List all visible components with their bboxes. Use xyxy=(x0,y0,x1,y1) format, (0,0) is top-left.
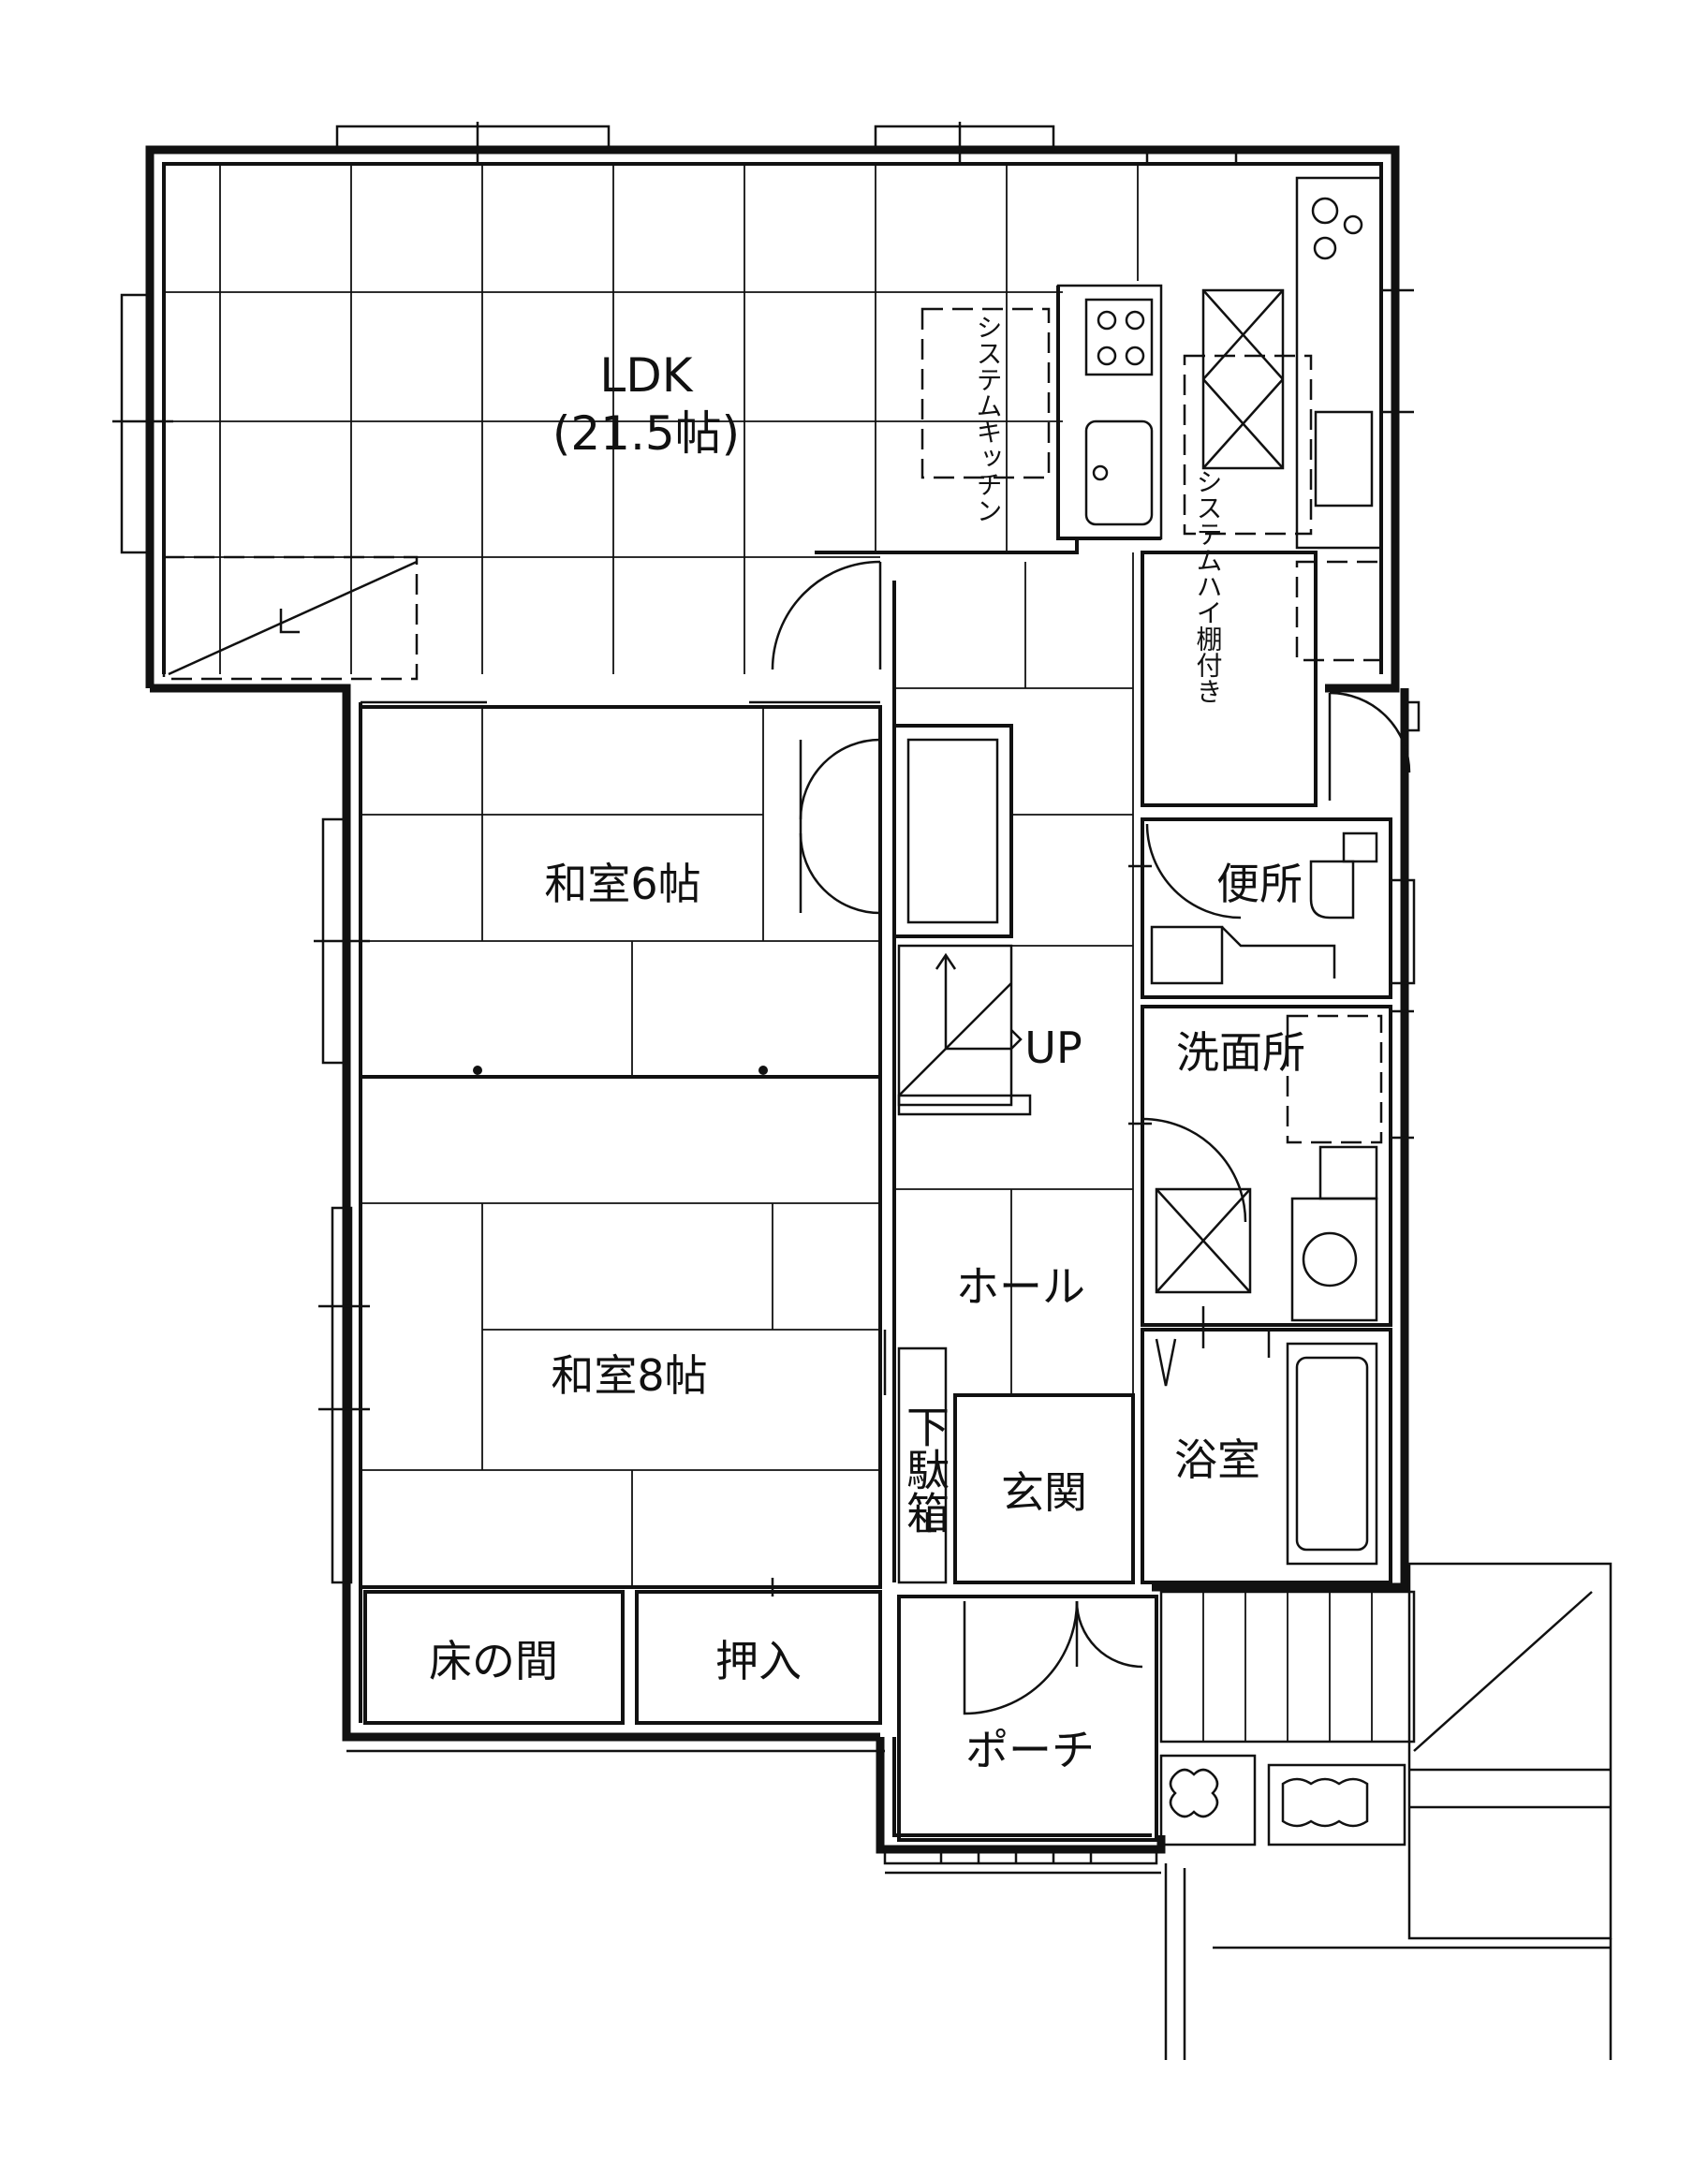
washitsu8-label: 和室8帖 xyxy=(551,1350,707,1401)
ldk-size-label: (21.5帖) xyxy=(552,406,740,461)
service-door xyxy=(1141,551,1421,807)
outer-walls xyxy=(145,145,1409,1854)
porch-bricks xyxy=(883,1847,1158,1865)
toilet xyxy=(1128,817,1416,999)
getabako-label: 下駄箱 xyxy=(900,1405,950,1534)
genkan-label: 玄関 xyxy=(1001,1467,1087,1518)
ldk-west-window xyxy=(112,293,173,554)
stairs-up-label: UP xyxy=(1024,1023,1082,1073)
system-kitchen-label: システムキッチン xyxy=(973,314,1004,523)
room-labels: LDK (21.5帖) 和室6帖 和室8帖 床の間 押入 ホール 玄関 ポーチ … xyxy=(429,314,1305,1775)
washitsu-8 xyxy=(318,1066,882,1589)
oshiire-label: 押入 xyxy=(715,1636,802,1686)
yokushitsu-label: 浴室 xyxy=(1174,1435,1260,1485)
ldk-top-windows xyxy=(335,122,1238,166)
tokonoma-label: 床の間 xyxy=(429,1636,558,1686)
hall-label: ホール xyxy=(956,1261,1085,1312)
ldk-label: LDK xyxy=(599,348,693,403)
senmen-label: 洗面所 xyxy=(1176,1027,1305,1078)
porch xyxy=(883,1595,1158,1865)
senmenjo xyxy=(1128,1005,1414,1327)
genkan xyxy=(883,1330,1135,1584)
ldk-storage-corner xyxy=(162,555,419,681)
kitchen xyxy=(815,176,1414,662)
porch-label: ポーチ xyxy=(965,1725,1095,1775)
yokushitsu xyxy=(1141,1306,1392,1584)
hall-stairs xyxy=(771,552,1134,1582)
washitsu6-label: 和室6帖 xyxy=(544,859,700,909)
toilet-label: 便所 xyxy=(1216,859,1303,909)
exterior-steps xyxy=(346,1562,1612,2060)
system-cabinet-label: システムハイ棚付き xyxy=(1193,468,1224,704)
tokonoma-oshiire xyxy=(363,1578,882,1725)
ldk-grid xyxy=(164,164,1139,674)
